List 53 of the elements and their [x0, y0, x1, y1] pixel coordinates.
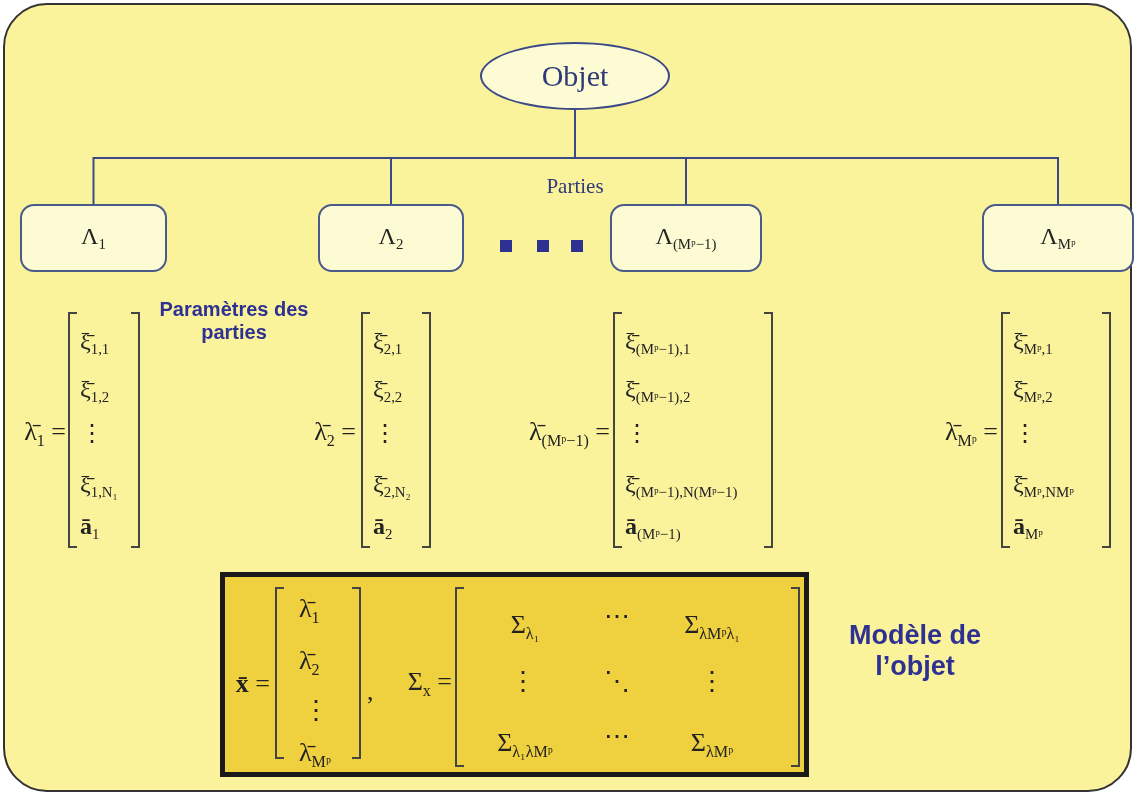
matrix-entry: λ̄$_{2}$ [299, 648, 320, 678]
vector-entry: ⋮ [373, 421, 397, 445]
matrix-entry: λ̄$_{Mᵖ}$ [299, 740, 331, 770]
lhs-expression: λ̄$_{2}$ = [314, 419, 356, 449]
vector-entry: ξ̄$_{(Mᵖ−1),1}$ [625, 328, 691, 358]
matrix-entry: Σ$_{λMᵖ}$ [690, 730, 734, 760]
vector-entry: ξ̄$_{2,2}$ [373, 376, 403, 406]
vector-entry: ⋮ [1013, 421, 1037, 445]
vector-entry: ⋮ [80, 421, 104, 445]
section-heading: Paramètres des parties [158, 298, 310, 344]
vector-entry: ξ̄$_{Mᵖ,2}$ [1013, 376, 1053, 406]
part-box [318, 204, 464, 272]
lhs-expression: Σ$_{x}$ = [407, 669, 452, 699]
vector-entry: ξ̄$_{1,N₁}$ [80, 471, 118, 501]
vector-entry: ξ̄$_{Mᵖ,1}$ [1013, 328, 1053, 358]
vector-entry: ξ̄$_{(Mᵖ−1),N(Mᵖ−1)}$ [625, 471, 738, 501]
tree-label: Parties [546, 175, 604, 197]
vector-entry: ξ̄$_{Mᵖ,NMᵖ}$ [1013, 471, 1074, 501]
vector-entry: ā$_{(Mᵖ−1)}$ [625, 513, 681, 543]
part-symbol: Λ$_{Mᵖ}$ [1040, 223, 1076, 253]
matrix-entry: ⋮ [699, 669, 725, 695]
matrix-entry: Σ$_{λ₁λMᵖ}$ [497, 730, 553, 760]
part-box [610, 204, 762, 272]
matrix-entry: Σ$_{λ₁}$ [510, 612, 540, 642]
matrix-entry: , [367, 679, 374, 705]
vector-entry: ξ̄$_{1,2}$ [80, 376, 110, 406]
vector-entry: ā$_{Mᵖ}$ [1013, 513, 1043, 543]
part-symbol: Λ$_{(Mᵖ−1)}$ [655, 223, 717, 253]
vector-entry: ā$_{2}$ [373, 513, 393, 543]
vector-entry: ξ̄$_{2,N₂}$ [373, 471, 411, 501]
matrix-entry: ⋯ [604, 604, 630, 630]
matrix-entry: ⋱ [604, 669, 630, 695]
model-box [220, 572, 809, 777]
model-caption: Modèle de l’objet [848, 620, 982, 682]
lhs-expression: x̄ = [235, 671, 270, 697]
matrix-entry: λ̄$_{1}$ [299, 596, 320, 626]
matrix-entry: ⋯ [604, 724, 630, 750]
lhs-expression: λ̄$_{Mᵖ}$ = [944, 419, 998, 449]
vector-entry: ā$_{1}$ [80, 513, 100, 543]
node-title: Objet [541, 59, 609, 93]
lhs-expression: λ̄$_{(Mᵖ−1)}$ = [529, 419, 610, 449]
part-symbol: Λ$_{1}$ [81, 223, 106, 253]
matrix-entry: Σ$_{λMᵖλ₁}$ [684, 612, 740, 642]
lhs-expression: λ̄$_{1}$ = [24, 419, 66, 449]
part-box [982, 204, 1134, 272]
vector-entry: ξ̄$_{(Mᵖ−1),2}$ [625, 376, 691, 406]
matrix-entry: ⋮ [303, 698, 329, 724]
vector-entry: ξ̄$_{1,1}$ [80, 328, 110, 358]
part-symbol: Λ$_{2}$ [378, 223, 404, 253]
matrix-entry: ⋮ [510, 669, 536, 695]
part-box [20, 204, 167, 272]
vector-entry: ξ̄$_{2,1}$ [373, 328, 403, 358]
vector-entry: ⋮ [625, 421, 649, 445]
